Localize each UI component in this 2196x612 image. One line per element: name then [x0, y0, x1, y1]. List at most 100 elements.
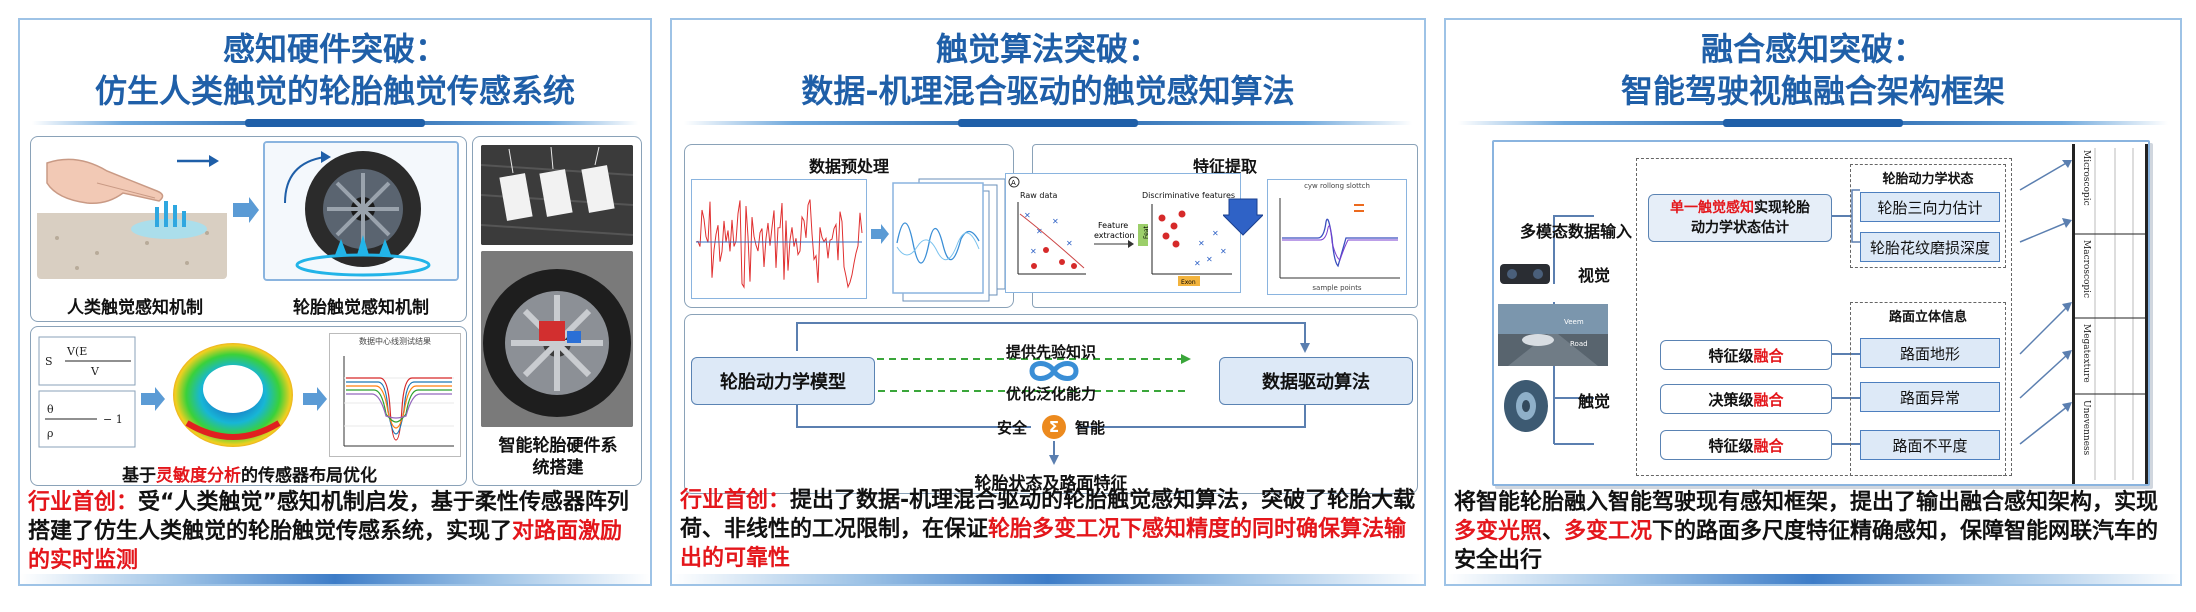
single-tactile-box: 单一触觉感知实现轮胎 动力学状态估计	[1648, 194, 1832, 242]
desc-highlight: 轮胎多变工况下感知精度的同时确保算法输出的可靠性	[680, 517, 1407, 571]
sum-node-icon: Σ	[1042, 415, 1066, 439]
svg-text:θ: θ	[47, 403, 54, 416]
caption-sensitivity-prefix: 基于	[122, 466, 156, 486]
panel-hardware: 感知硬件突破： 仿生人类触觉的轮胎触觉传感系统	[18, 18, 652, 586]
data-driven-box: 数据驱动算法	[1219, 357, 1413, 405]
hardware-box: 智能轮胎硬件系 统搭建	[472, 136, 642, 486]
fe-raw-label: Raw data	[1020, 191, 1057, 200]
dynamics-group	[1850, 164, 2006, 268]
flow-arrow-icon	[139, 385, 167, 417]
single-tactile-suffix-1: 实现轮胎	[1754, 200, 1810, 216]
feature-label: 特征提取	[1192, 157, 1257, 176]
flow-arrow-icon	[231, 195, 261, 229]
sensor-photo	[481, 145, 633, 245]
desc-text-2: 下的路面多尺度特征精确感知，保障智能网联汽车的安全出行	[1454, 519, 2159, 573]
dynamics-item-1: 轮胎三向力估计	[1860, 192, 2000, 222]
formula-s: S	[45, 355, 53, 368]
fusion-prefix: 特征级	[1708, 346, 1754, 365]
hybrid-model-box: 轮胎动力学模型 数据驱动算法 提供先验知识 优化泛化能力 Σ 安全 智能 轮胎状…	[684, 314, 1418, 494]
desc-label: 行业首创：	[680, 488, 791, 513]
fe-extract-line-2: extraction	[1094, 231, 1135, 240]
fusion-highlight: 融合	[1753, 436, 1784, 455]
svg-text:✕: ✕	[1206, 255, 1213, 264]
tire-model-box: 轮胎动力学模型	[691, 357, 875, 405]
road-group	[1850, 302, 2006, 476]
scale-label-4: Unevenness	[2081, 400, 2091, 456]
fusion-prefix: 特征级	[1708, 436, 1754, 455]
title-line-1: 融合感知突破：	[1700, 30, 1925, 68]
formula-graphic: S V(E V θ ρ − 1	[37, 335, 137, 449]
desc-separator: 、	[1542, 519, 1565, 544]
prior-knowledge-label: 提供先验知识	[1005, 343, 1096, 361]
title-line-1: 触觉算法突破：	[935, 30, 1160, 68]
sensitivity-box: S V(E V θ ρ − 1	[30, 326, 467, 486]
scale-sidebar: Microscopic Macroscopic Megatexture Unev…	[2072, 144, 2148, 484]
caption-hardware-line-2: 统搭建	[532, 458, 584, 478]
desc-highlight-1: 多变光照	[1454, 519, 1543, 544]
scale-label-1: Microscopic	[2081, 150, 2091, 206]
svg-text:✕: ✕	[1212, 229, 1219, 238]
desc-highlight-2: 多变工况	[1564, 519, 1653, 544]
panel-algorithm: 触觉算法突破： 数据-机理混合驱动的触觉感知算法 数据预处理	[670, 18, 1426, 586]
human-touch-image	[37, 143, 227, 279]
panel-description: 行业首创：提出了数据-机理混合驱动的轮胎触觉感知算法，突破了轮胎大载荷、非线性的…	[680, 486, 1416, 573]
camera-overlay-2: Road	[1570, 340, 1588, 348]
svg-text:− 1: − 1	[103, 413, 123, 426]
fusion-box-3: 特征级融合	[1660, 430, 1832, 460]
smart-tire-photo	[481, 251, 633, 427]
svg-text:✕: ✕	[1220, 247, 1227, 256]
fusion-framework-box: 多模态数据输入 视觉 Veem Road 触觉 单一触觉感知实现轮胎 动力学状态…	[1492, 140, 2150, 486]
svg-text:✕: ✕	[1024, 211, 1031, 220]
caption-hardware-line-1: 智能轮胎硬件系	[498, 436, 618, 456]
panel-footer-bar	[1446, 574, 2180, 584]
smart-label: 智能	[1075, 419, 1106, 437]
single-tactile-prefix: 单一触觉感知	[1670, 200, 1754, 216]
road-camera-image: Veem Road	[1498, 304, 1608, 366]
down-arrow-icon	[1221, 197, 1265, 241]
road-item-3: 路面不平度	[1860, 430, 2000, 460]
fe-extract-line-1: Feature	[1098, 221, 1128, 230]
title-line-2: 仿生人类触觉的轮胎触觉传感系统	[94, 72, 575, 110]
output-label: 轮胎状态及路面特征	[974, 474, 1128, 494]
svg-text:✕: ✕	[1198, 239, 1205, 248]
flow-arrow-icon	[869, 223, 891, 249]
caption-sensitivity-suffix: 的传感器布局优化	[241, 466, 377, 486]
feature-box: 特征提取 A Raw data ✕✕✕✕✕ Feature extraction…	[1005, 144, 1418, 308]
perception-mechanism-box: 人类触觉感知机制 轮胎触觉感知机制	[30, 136, 467, 322]
caption-tire-touch: 轮胎触觉感知机制	[293, 298, 429, 318]
fusion-prefix: 决策级	[1708, 390, 1754, 409]
dynamics-group-title: 轮胎动力学状态	[1882, 172, 1974, 187]
caption-sensitivity: 基于灵敏度分析的传感器布局优化	[31, 461, 468, 486]
fusion-box-1: 特征级融合	[1660, 340, 1832, 370]
signal-feature-chart: cyw rollong slottch sample points	[1267, 179, 1407, 295]
panel-fusion: 融合感知突破： 智能驾驶视触融合架构框架 多模态数据输入 视觉	[1444, 18, 2182, 586]
svg-text:✕: ✕	[1030, 247, 1037, 256]
panel-footer-bar	[20, 574, 650, 584]
fusion-highlight: 融合	[1753, 346, 1784, 365]
panel-footer-bar	[672, 574, 1424, 584]
dynamics-item-2: 轮胎花纹磨损深度	[1860, 232, 2000, 262]
formula-v1: V(E	[66, 345, 87, 358]
camera-overlay-1: Veem	[1564, 318, 1584, 326]
road-item-1: 路面地形	[1860, 338, 2000, 368]
svg-text:✕: ✕	[1052, 217, 1059, 226]
caption-sensitivity-highlight: 灵敏度分析	[156, 466, 241, 486]
infinity-icon	[1028, 357, 1080, 389]
road-item-2: 路面异常	[1860, 382, 2000, 412]
desc-text-1: 将智能轮胎融入智能驾驶现有感知框架，提出了输出融合感知架构，实现	[1454, 490, 2159, 515]
optimize-label: 优化泛化能力	[1005, 385, 1096, 403]
caption-human-touch: 人类触觉感知机制	[67, 298, 203, 318]
tactile-label: 触觉	[1578, 392, 1611, 411]
title-underline	[684, 119, 1412, 127]
raw-signal-graphic	[691, 179, 867, 299]
caption-hardware: 智能轮胎硬件系 统搭建	[473, 435, 643, 479]
panel-title: 感知硬件突破： 仿生人类触觉的轮胎触觉传感系统	[20, 28, 650, 112]
desc-text: 受“人类触觉”感知机制启发，基于柔性传感器阵列搭建了仿生人类触觉的轮胎触觉传感系…	[28, 490, 629, 544]
camera-device-image	[1498, 258, 1552, 288]
desc-label: 行业首创：	[28, 490, 139, 515]
fe-chart-title: cyw rollong slottch	[1304, 182, 1370, 190]
fe-exon-label: Exon	[1181, 279, 1196, 286]
fusion-box-2: 决策级融合	[1660, 384, 1832, 414]
panel-title: 触觉算法突破： 数据-机理混合驱动的触觉感知算法	[672, 28, 1424, 112]
fusion-highlight: 融合	[1753, 390, 1784, 409]
